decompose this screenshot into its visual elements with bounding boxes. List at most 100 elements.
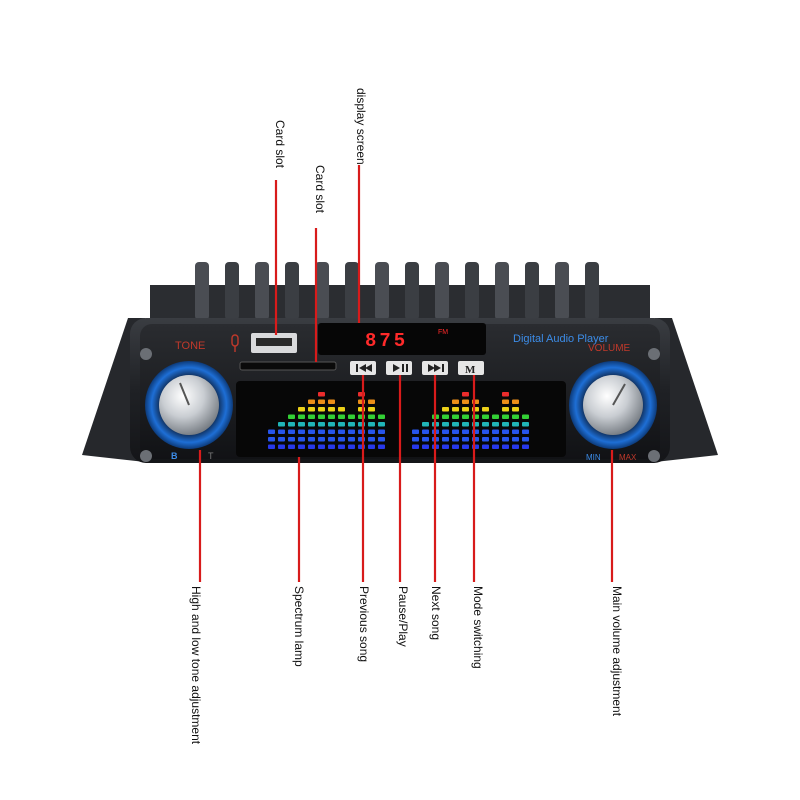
spectrum-led	[462, 444, 469, 449]
spectrum-led	[442, 429, 449, 434]
spectrum-led	[328, 429, 335, 434]
tone-knob[interactable]	[145, 361, 233, 449]
heatsink-fin	[465, 262, 479, 320]
heatsink-fin	[225, 262, 239, 320]
spectrum-led	[308, 444, 315, 449]
spectrum-led	[318, 399, 325, 404]
spectrum-led	[492, 437, 499, 442]
pause-play-button[interactable]	[386, 361, 412, 375]
spectrum-led	[368, 437, 375, 442]
spectrum-led	[288, 422, 295, 427]
previous-song-button[interactable]	[350, 361, 376, 375]
spectrum-led	[522, 444, 529, 449]
spectrum-led	[442, 407, 449, 412]
spectrum-led	[512, 437, 519, 442]
spectrum-led	[502, 437, 509, 442]
spectrum-led	[522, 429, 529, 434]
spectrum-led	[502, 444, 509, 449]
spectrum-led	[452, 429, 459, 434]
spectrum-led	[412, 444, 419, 449]
spectrum-led	[482, 429, 489, 434]
right-mounting-flange	[655, 318, 718, 462]
spectrum-led	[462, 407, 469, 412]
spectrum-lamp	[268, 392, 529, 449]
spectrum-led	[278, 422, 285, 427]
spectrum-led	[328, 444, 335, 449]
spectrum-led	[288, 437, 295, 442]
spectrum-led	[412, 437, 419, 442]
heatsink-fins	[150, 262, 650, 320]
spectrum-led	[368, 422, 375, 427]
spectrum-led	[308, 399, 315, 404]
display-digits: 875	[365, 330, 408, 352]
spectrum-led	[522, 414, 529, 419]
spectrum-led	[338, 422, 345, 427]
spectrum-led	[328, 437, 335, 442]
spectrum-led	[368, 414, 375, 419]
spectrum-led	[328, 399, 335, 404]
spectrum-led	[308, 422, 315, 427]
heatsink-fin	[495, 262, 509, 320]
left-mounting-flange	[82, 318, 145, 462]
spectrum-led	[452, 444, 459, 449]
heatsink-fin	[435, 262, 449, 320]
spectrum-led	[512, 429, 519, 434]
spectrum-led	[492, 414, 499, 419]
spectrum-led	[338, 429, 345, 434]
spectrum-led	[328, 407, 335, 412]
mode-button-glyph: M	[465, 364, 476, 376]
bass-label: B	[171, 451, 178, 461]
spectrum-led	[412, 429, 419, 434]
spectrum-led	[348, 444, 355, 449]
spectrum-led	[298, 444, 305, 449]
callout-card-slot-sd: Card slot	[313, 165, 327, 214]
spectrum-led	[348, 422, 355, 427]
spectrum-led	[492, 429, 499, 434]
spectrum-led	[318, 444, 325, 449]
callout-card-slot-usb: Card slot	[273, 120, 287, 169]
callout-pause-play: Pause/Play	[396, 586, 410, 647]
callout-previous-song: Previous song	[357, 586, 371, 663]
usb-card-slot[interactable]	[251, 333, 297, 353]
spectrum-led	[452, 437, 459, 442]
heatsink-fin	[525, 262, 539, 320]
spectrum-led	[512, 444, 519, 449]
spectrum-led	[318, 422, 325, 427]
volume-knob[interactable]	[569, 361, 657, 449]
spectrum-led	[318, 414, 325, 419]
heatsink-fin	[255, 262, 269, 320]
spectrum-led	[462, 414, 469, 419]
spectrum-led	[348, 414, 355, 419]
spectrum-led	[268, 444, 275, 449]
spectrum-led	[422, 429, 429, 434]
spectrum-led	[502, 392, 509, 397]
next-song-button[interactable]	[422, 361, 448, 375]
callout-spectrum-lamp: Spectrum lamp	[292, 586, 306, 667]
spectrum-led	[502, 399, 509, 404]
spectrum-led	[378, 444, 385, 449]
spectrum-led	[502, 422, 509, 427]
spectrum-led	[368, 444, 375, 449]
spectrum-led	[492, 444, 499, 449]
heatsink-fin	[375, 262, 389, 320]
spectrum-led	[328, 414, 335, 419]
spectrum-led	[512, 414, 519, 419]
spectrum-led	[522, 422, 529, 427]
sd-card-slot[interactable]	[239, 361, 337, 371]
spectrum-led	[328, 422, 335, 427]
callout-next-song: Next song	[429, 586, 443, 641]
volume-label: VOLUME	[588, 343, 631, 354]
mode-button[interactable]: M	[458, 361, 484, 376]
spectrum-led	[378, 414, 385, 419]
spectrum-led	[368, 399, 375, 404]
spectrum-led	[482, 407, 489, 412]
heatsink-fin	[285, 262, 299, 320]
spectrum-led	[278, 444, 285, 449]
callout-tone-adjustment: High and low tone adjustment	[189, 586, 203, 745]
spectrum-led	[278, 429, 285, 434]
spectrum-led	[452, 422, 459, 427]
spectrum-led	[482, 422, 489, 427]
spectrum-led	[462, 392, 469, 397]
screw-icon	[140, 450, 152, 462]
spectrum-led	[522, 437, 529, 442]
